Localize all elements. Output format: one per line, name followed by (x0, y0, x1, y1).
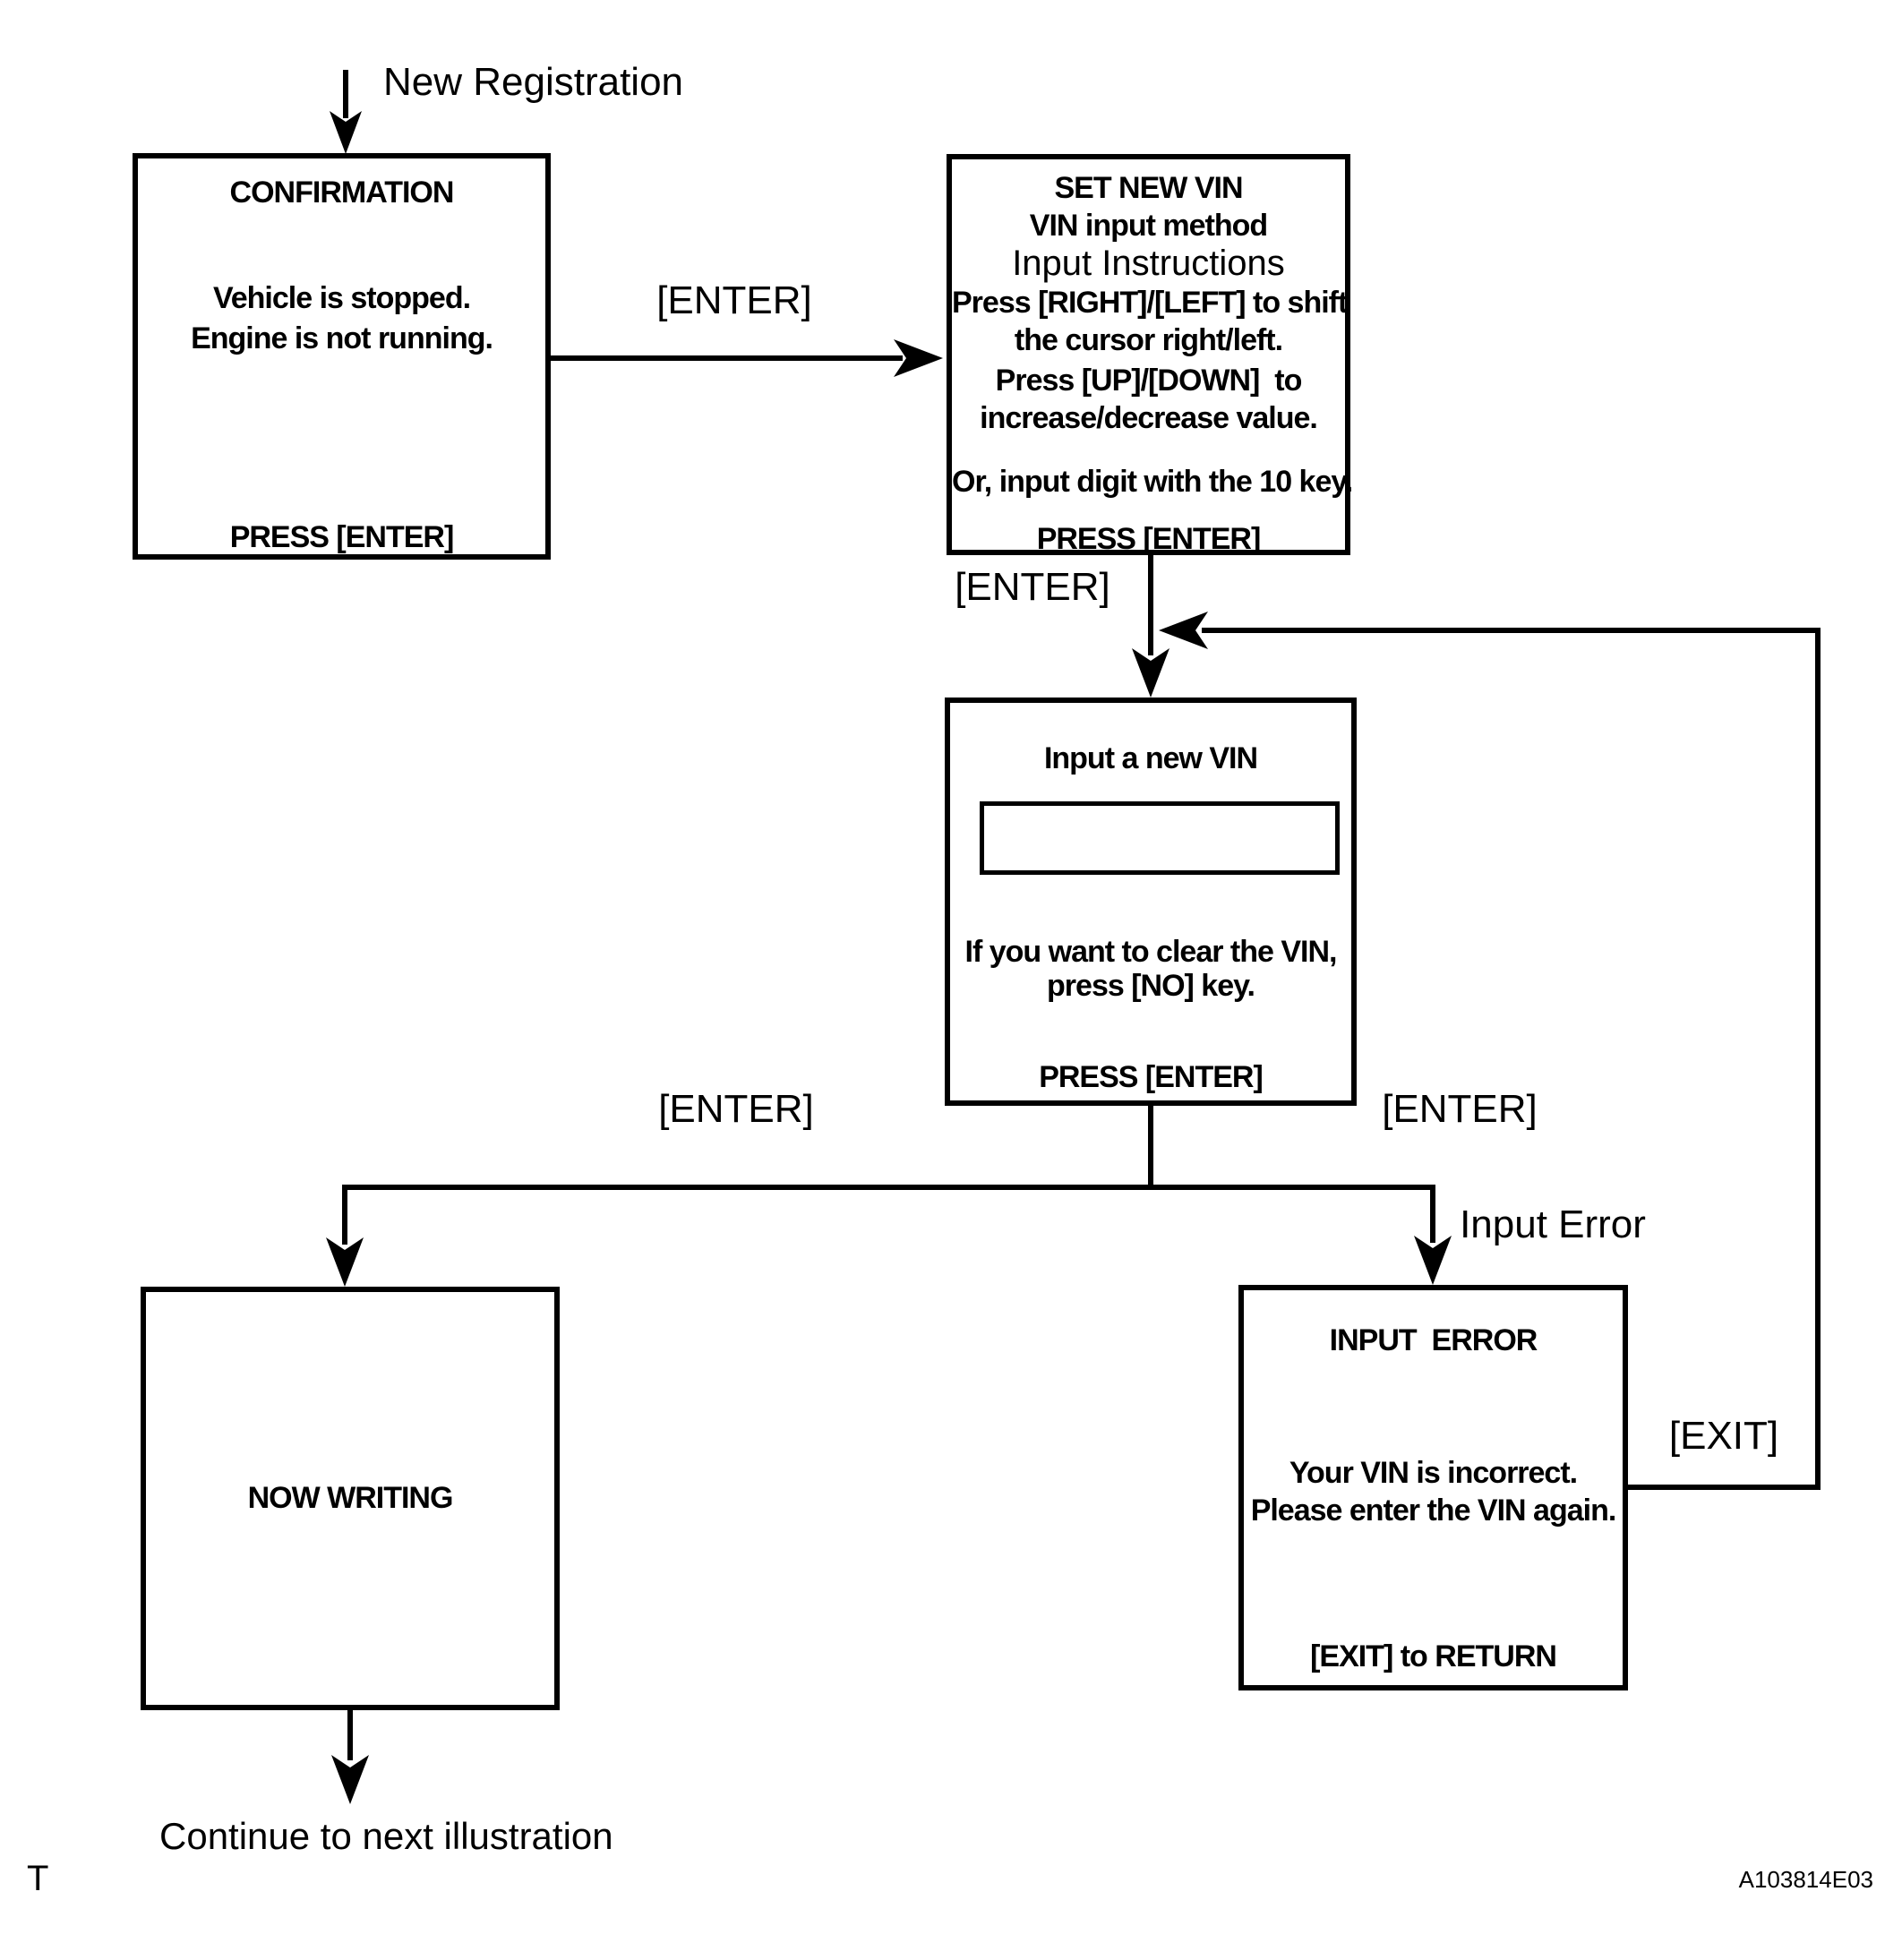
inputvin-note2: press [NO] key. (1047, 969, 1255, 1003)
page-marker: T (27, 1859, 49, 1898)
arrowhead-to-inputerror (1414, 1236, 1452, 1285)
label-enter-mid: [ENTER] (955, 565, 1110, 609)
inputvin-footer: PRESS [ENTER] (1039, 1060, 1264, 1094)
confirmation-title: CONFIRMATION (229, 175, 455, 210)
box-now-writing: NOW WRITING (141, 1287, 560, 1710)
confirmation-line1: Vehicle is stopped. (212, 281, 471, 315)
box-input-error: INPUT ERROR Your VIN is incorrect. Pleas… (1238, 1285, 1628, 1690)
figure-code: A103814E03 (1738, 1866, 1873, 1893)
setvin-footer: PRESS [ENTER] (1036, 522, 1262, 556)
inputerror-title: INPUT ERROR (1329, 1323, 1538, 1357)
label-enter-left: [ENTER] (658, 1087, 814, 1131)
inputvin-title: Input a new VIN (1043, 741, 1258, 775)
confirmation-line2: Engine is not running. (191, 321, 493, 355)
setvin-inst2a: Press [UP]/[DOWN] to (995, 364, 1303, 398)
arrowhead-to-setvin (894, 339, 943, 377)
setvin-inst2b: increase/decrease value. (980, 401, 1318, 435)
setvin-inst1b: the cursor right/left. (1014, 323, 1283, 357)
confirmation-footer: PRESS [ENTER] (229, 520, 455, 554)
label-enter-right: [ENTER] (1382, 1087, 1538, 1131)
arrowhead-to-continue (331, 1755, 369, 1804)
setvin-heading: Input Instructions (1012, 244, 1285, 283)
setvin-inst1a: Press [RIGHT]/[LEFT] to shift (952, 286, 1348, 320)
label-continue-next: Continue to next illustration (159, 1815, 613, 1857)
inputerror-footer: [EXIT] to RETURN (1310, 1639, 1557, 1673)
inputvin-note1: If you want to clear the VIN, (964, 935, 1338, 969)
arrowhead-to-inputvin (1132, 648, 1169, 698)
inputerror-line2: Please enter the VIN again. (1250, 1494, 1617, 1528)
label-enter-top: [ENTER] (656, 278, 812, 322)
label-input-error: Input Error (1460, 1203, 1646, 1246)
setvin-inst3: Or, input digit with the 10 key. (952, 465, 1353, 499)
branch-split-line (342, 1185, 1435, 1245)
arrowhead-to-nowwriting (326, 1237, 364, 1287)
nowwriting-title: NOW WRITING (247, 1481, 454, 1515)
label-new-registration: New Registration (383, 60, 684, 104)
arrowhead-new-registration (330, 111, 362, 154)
vin-input-field (980, 801, 1340, 875)
arrowhead-return-loop (1159, 612, 1208, 649)
label-exit: [EXIT] (1668, 1414, 1779, 1458)
setvin-subtitle: VIN input method (1029, 209, 1268, 243)
return-loop-line (1202, 628, 1821, 1490)
setvin-title: SET NEW VIN (1054, 171, 1243, 205)
box-set-new-vin: SET NEW VIN VIN input method Input Instr… (947, 154, 1353, 556)
inputerror-line1: Your VIN is incorrect. (1289, 1456, 1578, 1490)
box-input-new-vin: Input a new VIN If you want to clear the… (945, 698, 1357, 1106)
box-confirmation: CONFIRMATION Vehicle is stopped. Engine … (133, 153, 551, 560)
